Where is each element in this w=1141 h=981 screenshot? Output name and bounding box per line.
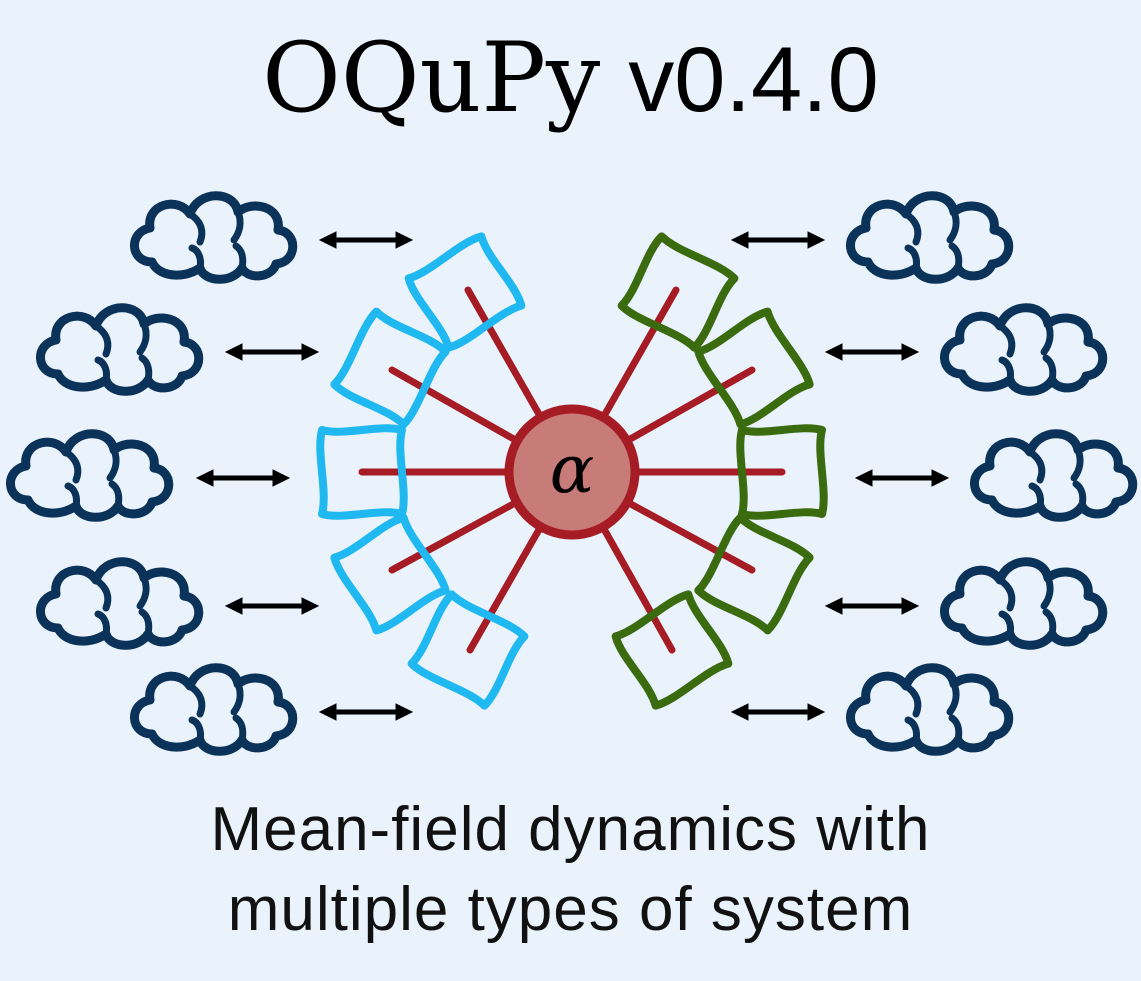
arrow-right-5: [732, 704, 824, 720]
cloud-left-3: [10, 434, 168, 518]
cloud-left-4: [40, 562, 198, 646]
caption: Mean-field dynamics with multiple types …: [0, 790, 1141, 950]
cloud-right-2: [944, 308, 1102, 392]
arrow-left-3: [197, 470, 289, 486]
left-system-4: [332, 515, 448, 632]
cloud-left-5: [134, 668, 292, 752]
mean-field-node: [504, 404, 640, 540]
arrow-right-2: [826, 344, 918, 360]
arrow-left-5: [320, 704, 412, 720]
title-name: OQuPy: [262, 22, 601, 134]
arrow-left-2: [226, 344, 318, 360]
app-title: OQuPy v0.4.0: [0, 18, 1141, 138]
left-system-1: [406, 234, 523, 350]
cloud-left-1: [134, 196, 292, 280]
caption-line-2: multiple types of system: [227, 875, 914, 944]
title-version: v0.4.0: [628, 29, 879, 131]
arrow-right-4: [826, 598, 918, 614]
arrow-left-1: [320, 232, 412, 248]
right-system-4: [696, 515, 812, 632]
cloud-left-2: [40, 308, 198, 392]
arrow-right-1: [732, 232, 824, 248]
arrow-left-4: [226, 598, 318, 614]
arrow-right-3: [856, 470, 948, 486]
cloud-right-4: [944, 562, 1102, 646]
center-symbol: α: [550, 431, 595, 508]
caption-line-1: Mean-field dynamics with: [210, 795, 931, 864]
cloud-right-1: [850, 196, 1008, 280]
cloud-right-5: [850, 668, 1008, 752]
cloud-right-3: [974, 434, 1132, 518]
